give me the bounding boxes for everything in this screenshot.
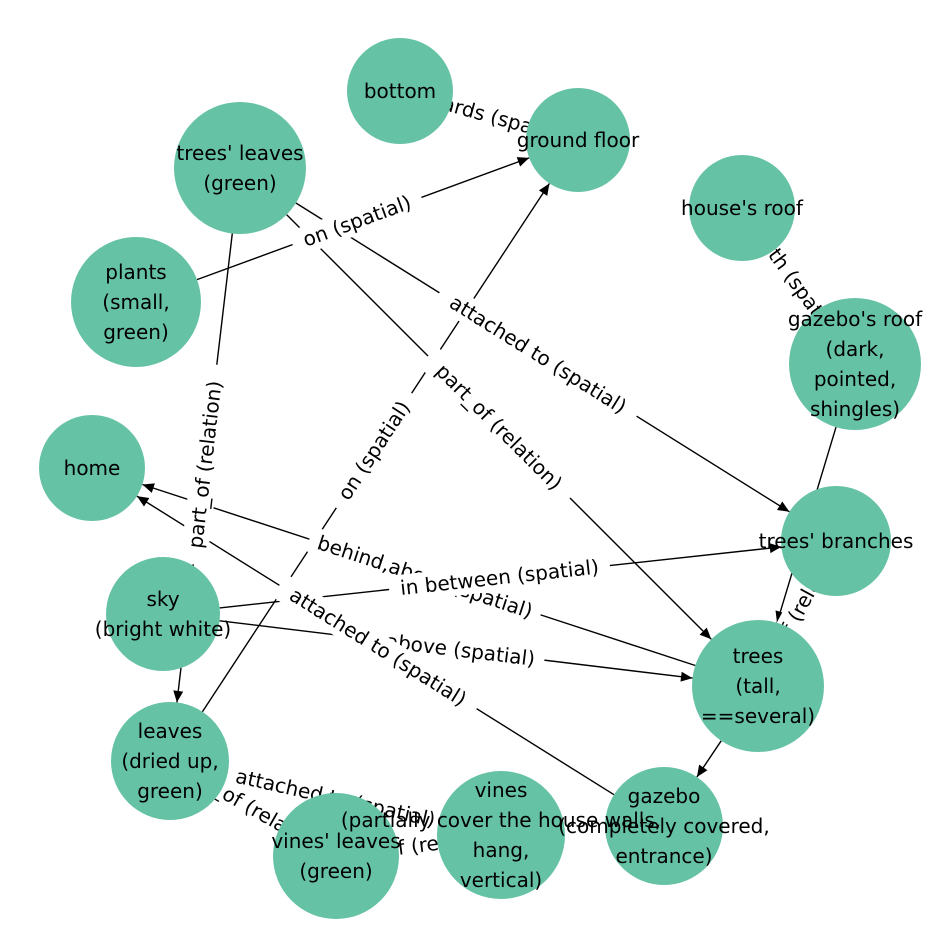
node-vines bbox=[437, 771, 565, 899]
node-label-line: trees bbox=[733, 644, 784, 668]
node-label-trees_leaves: trees' leaves (green) bbox=[176, 141, 303, 195]
node-houses_roof bbox=[689, 155, 795, 261]
edge-trees-to-gazebo bbox=[696, 740, 722, 778]
node-ground_floor bbox=[526, 88, 630, 192]
node-bottom bbox=[347, 38, 453, 144]
node-gazebos_roof bbox=[789, 298, 921, 430]
node-label-line: trees' branches bbox=[759, 529, 914, 553]
node-label-line: (partially cover the house walls, bbox=[341, 808, 661, 832]
node-label-vines: vines (partially cover the house walls, ha… bbox=[341, 778, 661, 892]
node-label-home: home bbox=[64, 456, 121, 480]
node-trees_branches bbox=[781, 486, 891, 596]
node-labels-layer: bottom trees' leaves (green) ground floor ho… bbox=[64, 79, 923, 892]
node-plants bbox=[71, 237, 201, 367]
node-label-sky: sky (bright white) bbox=[95, 587, 231, 641]
node-label-line: (green) bbox=[203, 171, 276, 195]
node-label-line: home bbox=[64, 456, 121, 480]
node-label-line: sky bbox=[146, 587, 179, 611]
edge-label-trees_leaves-to-leaves: part_of (relation) bbox=[180, 363, 230, 566]
node-label-line: vertical) bbox=[460, 868, 542, 892]
node-label-gazebos_roof: gazebo's roof (dark, pointed, shingles) bbox=[788, 307, 923, 421]
edge-label-text: on (spatial) bbox=[300, 190, 415, 252]
node-label-line: vines bbox=[475, 778, 528, 802]
node-label-line: pointed, bbox=[814, 367, 896, 391]
node-label-line: vines' leaves bbox=[271, 829, 400, 853]
node-label-line: (small, bbox=[102, 290, 169, 314]
node-label-line: (completely covered, bbox=[558, 814, 769, 838]
node-label-line: (bright white) bbox=[95, 617, 231, 641]
edge-label-text: part_of (relation) bbox=[431, 359, 567, 495]
node-label-line: bottom bbox=[364, 79, 436, 103]
node-label-trees_branches: trees' branches bbox=[759, 529, 914, 553]
node-trees bbox=[692, 620, 824, 752]
node-label-line: entrance) bbox=[615, 844, 712, 868]
node-label-line: house's roof bbox=[681, 196, 804, 220]
node-label-line: shingles) bbox=[810, 397, 900, 421]
node-label-line: plants bbox=[105, 260, 166, 284]
edge-label-text: on (spatial) bbox=[333, 396, 415, 504]
node-sky bbox=[106, 557, 220, 671]
nodes-layer bbox=[39, 38, 921, 919]
node-label-line: (dried up, bbox=[121, 749, 218, 773]
node-gazebo bbox=[605, 767, 723, 885]
node-label-line: hang, bbox=[473, 838, 530, 862]
node-label-bottom: bottom bbox=[364, 79, 436, 103]
node-label-line: gazebo's roof bbox=[788, 307, 923, 331]
node-leaves bbox=[111, 702, 229, 820]
edge-label-plants-to-ground_floor: on (spatial) bbox=[289, 186, 425, 256]
node-label-trees: trees (tall, ==several) bbox=[701, 644, 815, 728]
node-label-line: (tall, bbox=[735, 674, 780, 698]
node-label-houses_roof: house's roof bbox=[681, 196, 804, 220]
node-vines_leaves bbox=[273, 793, 399, 919]
edge-label-text: part_of (relation) bbox=[183, 379, 226, 549]
node-label-line: ==several) bbox=[701, 704, 815, 728]
node-label-line: gazebo bbox=[628, 784, 701, 808]
node-label-line: green) bbox=[137, 779, 203, 803]
node-label-vines_leaves: vines' leaves (green) bbox=[271, 829, 400, 883]
node-label-line: (dark, bbox=[826, 337, 885, 361]
edge-label-leaves-to-ground_floor: on (spatial) bbox=[326, 387, 422, 514]
node-label-ground_floor: ground floor bbox=[517, 128, 640, 152]
node-label-line: ground floor bbox=[517, 128, 640, 152]
node-label-line: trees' leaves bbox=[176, 141, 303, 165]
node-label-line: leaves bbox=[138, 719, 203, 743]
node-trees_leaves bbox=[174, 102, 306, 234]
node-label-gazebo: gazebo (completely covered, entrance) bbox=[558, 784, 769, 868]
node-label-line: (green) bbox=[299, 859, 372, 883]
node-label-plants: plants (small, green) bbox=[102, 260, 169, 344]
node-label-leaves: leaves (dried up, green) bbox=[121, 719, 218, 803]
node-home bbox=[39, 415, 145, 521]
node-label-line: green) bbox=[103, 320, 169, 344]
